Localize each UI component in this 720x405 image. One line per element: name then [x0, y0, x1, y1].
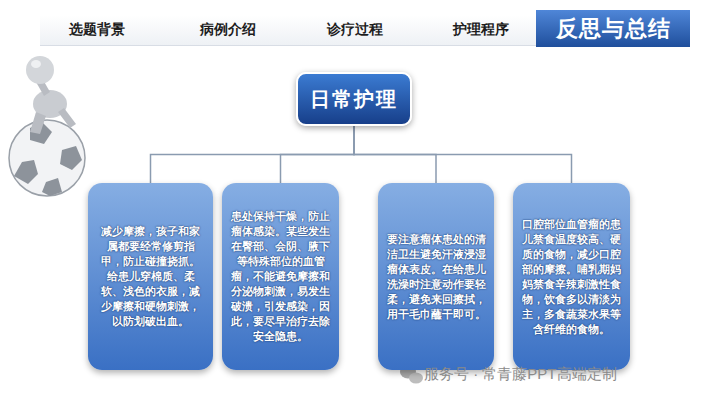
thinker-figure	[9, 56, 85, 196]
care-box: 要注意瘤体患处的清洁卫生避免汗液浸湿瘤体表皮。在给患儿洗澡时注意动作要轻柔，避免…	[378, 183, 494, 370]
node-text: 口腔部位血管瘤的患儿禁食温度较高、硬质的食物，减少口腔部的摩擦。哺乳期妈妈禁食辛…	[521, 217, 622, 337]
node-text: 日常护理	[310, 86, 398, 113]
care-box: 减少摩擦，孩子和家属都要经常修剪指甲，防止碰撞挠抓。给患儿穿棉质、柔软、浅色的衣…	[88, 183, 213, 370]
tree-connector	[354, 126, 572, 183]
nav-tab: 护理程序	[453, 21, 509, 39]
care-box: 患处保持干燥，防止瘤体感染。某些发生在臀部、会阴、腋下等特殊部位的血管瘤，不能避…	[222, 183, 339, 370]
watermark: 服务号 · 常青藤PPT高端定制	[424, 365, 617, 384]
node-text: 减少摩擦，孩子和家属都要经常修剪指甲，防止碰撞挠抓。给患儿穿棉质、柔软、浅色的衣…	[96, 224, 205, 329]
care-box: 口腔部位血管瘤的患儿禁食温度较高、硬质的食物，减少口腔部的摩擦。哺乳期妈妈禁食辛…	[513, 183, 630, 370]
nav-tab: 选题背景	[69, 21, 125, 39]
nav-tab: 诊疗过程	[327, 21, 383, 39]
active-tab-box: 反思与总结	[536, 10, 690, 47]
root-box: 日常护理	[296, 72, 412, 126]
node-text: 要注意瘤体患处的清洁卫生避免汗液浸湿瘤体表皮。在给患儿洗澡时注意动作要轻柔，避免…	[386, 232, 486, 322]
node-text: 患处保持干燥，防止瘤体感染。某些发生在臀部、会阴、腋下等特殊部位的血管瘤，不能避…	[230, 209, 331, 344]
tree-connector	[281, 126, 355, 183]
nav-tab: 病例介绍	[200, 21, 256, 39]
tree-connector	[151, 126, 355, 183]
node-text: 反思与总结	[556, 14, 671, 44]
